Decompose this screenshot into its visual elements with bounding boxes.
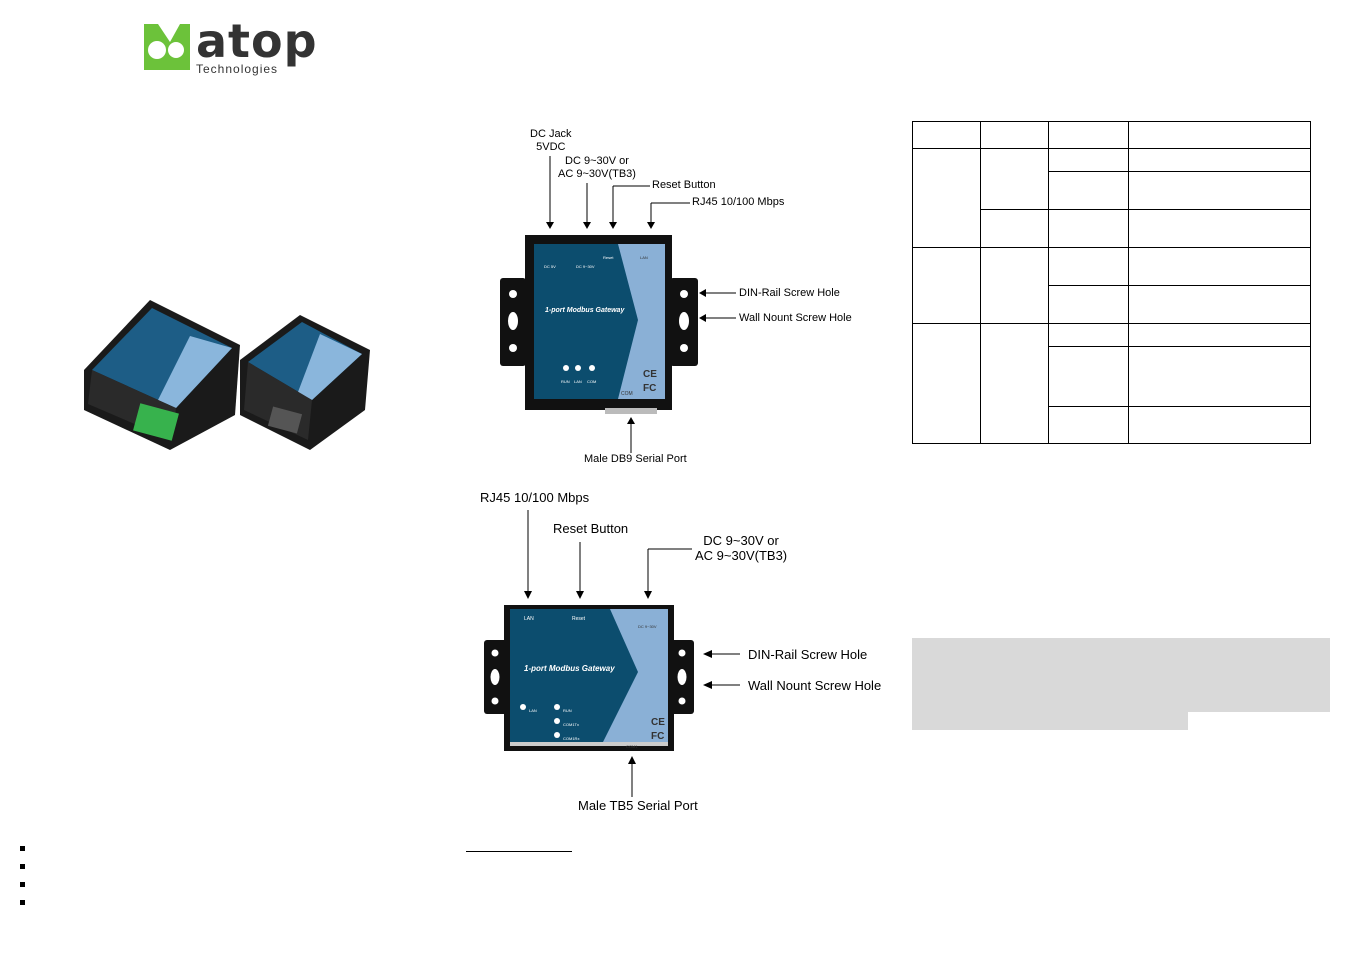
callout-dc-ac: DC 9~30V or AC 9~30V(TB3) <box>695 533 788 563</box>
callout-serial-port: Male DB9 Serial Port <box>584 453 687 465</box>
table-cell <box>1128 209 1311 248</box>
ce-mark-icon: CE <box>643 369 657 380</box>
callout-din-rail: DIN-Rail Screw Hole <box>739 287 840 299</box>
fc-mark-icon: FC <box>651 731 665 742</box>
table-cell <box>1128 285 1311 324</box>
panel-label-dc930: DC 9~30V <box>638 624 657 629</box>
table-cell <box>1048 121 1129 149</box>
note-box-tail <box>912 712 1188 730</box>
callout-serial-port: Male TB5 Serial Port <box>578 798 698 813</box>
led-label-run: RUN <box>563 708 572 713</box>
table-cell <box>1048 406 1129 444</box>
table-cell <box>912 323 981 444</box>
table-cell <box>1048 285 1129 324</box>
top-diagram-drawing <box>500 156 736 453</box>
bullet-icon <box>20 900 25 905</box>
table-cell <box>980 148 1049 210</box>
led-label-com: COM <box>587 379 597 384</box>
callout-wall-mount: Wall Nount Screw Hole <box>748 678 882 693</box>
panel-label-dc5v: DC 5V <box>544 264 556 269</box>
table-cell <box>1128 323 1311 347</box>
table-header-row <box>912 121 1311 149</box>
led-label-run: RUN <box>561 379 570 384</box>
panel-label-com1: COM1 <box>626 744 638 749</box>
callout-reset-button: Reset Button <box>652 179 716 191</box>
bottom-diagram-drawing <box>484 510 740 797</box>
bottom-panel-diagram: LAN Reset DC 9~30V 1-port Modbus Gateway… <box>470 480 890 820</box>
bullet-icon <box>20 864 25 869</box>
led-label-lan: LAN <box>529 708 537 713</box>
table-cell <box>912 148 981 248</box>
table-cell <box>1048 171 1129 210</box>
panel-label-lan: LAN <box>640 255 648 260</box>
led-label-com1tx: COM1Tx <box>563 722 579 727</box>
table-row <box>913 171 1311 210</box>
section-underline <box>466 851 572 852</box>
callout-wall-mount: Wall Nount Screw Hole <box>739 312 852 324</box>
table-row <box>913 209 1311 248</box>
table-cell <box>980 121 1049 149</box>
table-cell <box>1128 247 1311 286</box>
table-cell <box>1128 148 1311 172</box>
panel-label-com: COM <box>621 391 633 397</box>
top-panel-diagram: DC 5V DC 9~30V Reset LAN 1-port Modbus G… <box>480 120 880 470</box>
ce-mark-icon: CE <box>651 717 665 728</box>
table-cell <box>1048 323 1129 347</box>
table-cell <box>912 247 981 324</box>
logo-word: atop <box>196 14 318 68</box>
table-cell <box>1128 171 1311 210</box>
led-spec-table <box>912 121 1311 444</box>
panel-label-reset: Reset <box>603 255 614 260</box>
table-cell <box>980 323 1049 444</box>
callout-rj45: RJ45 10/100 Mbps <box>480 490 590 505</box>
panel-label-dc930: DC 9~30V <box>576 264 595 269</box>
table-cell <box>912 121 981 149</box>
atop-logo: atop Technologies <box>140 14 320 80</box>
led-label-lan: LAN <box>574 379 582 384</box>
table-row <box>912 148 1311 248</box>
logo-mark-icon <box>144 24 190 70</box>
led-label-com1rx: COM1Rx <box>563 736 580 741</box>
table-cell <box>980 209 1049 248</box>
device-title: 1-port Modbus Gateway <box>524 664 615 673</box>
logo-subtitle: Technologies <box>196 62 279 76</box>
table-cell <box>1048 346 1129 407</box>
table-row <box>913 346 1311 407</box>
table-cell <box>1048 247 1129 286</box>
table-cell <box>1128 121 1311 149</box>
table-cell <box>1048 209 1129 248</box>
table-cell <box>1048 148 1129 172</box>
product-photo <box>84 300 370 450</box>
panel-label-reset: Reset <box>572 616 586 622</box>
fc-mark-icon: FC <box>643 383 657 394</box>
callout-rj45: RJ45 10/100 Mbps <box>692 196 785 208</box>
table-row <box>912 323 1311 444</box>
note-box <box>912 638 1330 712</box>
table-cell <box>1128 346 1311 407</box>
callout-dc-ac: DC 9~30V or AC 9~30V(TB3) <box>558 155 636 180</box>
callout-din-rail: DIN-Rail Screw Hole <box>748 647 868 662</box>
callout-dc-jack: DC Jack 5VDC <box>530 128 572 153</box>
table-row <box>913 406 1311 444</box>
table-row <box>912 247 1311 324</box>
panel-label-lan: LAN <box>524 616 534 622</box>
callout-reset-button: Reset Button <box>553 521 629 536</box>
table-cell <box>980 247 1049 324</box>
device-title: 1-port Modbus Gateway <box>545 307 625 314</box>
table-cell <box>1128 406 1311 444</box>
bullet-icon <box>20 882 25 887</box>
bullet-icon <box>20 846 25 851</box>
